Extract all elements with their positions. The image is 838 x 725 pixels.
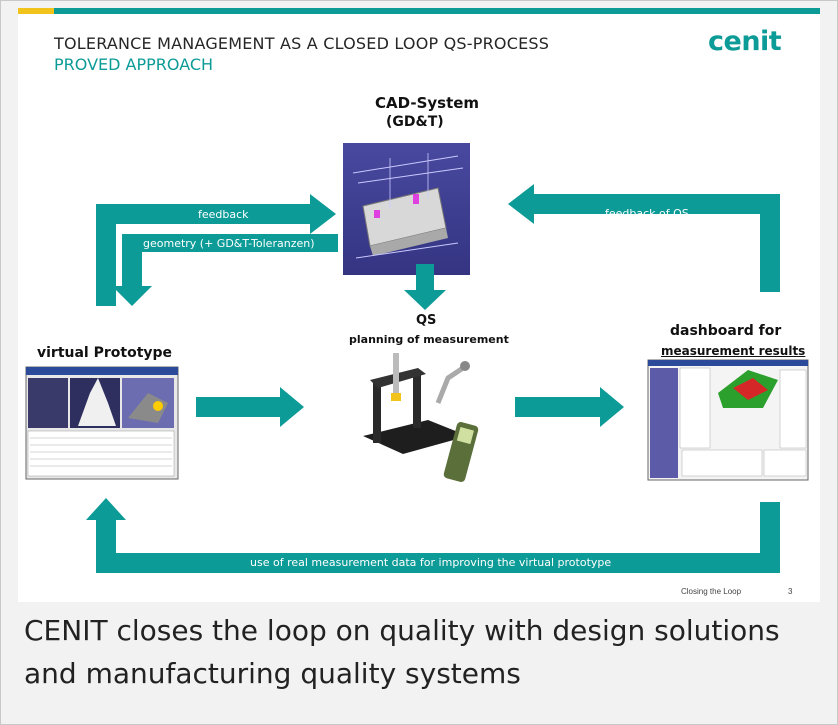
arrow-feedback-of-qs — [508, 184, 780, 292]
dashboard-title: dashboard for — [670, 323, 782, 339]
slide-footer-text: Closing the Loop — [681, 587, 742, 596]
diagram-graphics — [25, 143, 809, 573]
arrow-label-real-measurement-data: use of real measurement data for improvi… — [250, 556, 612, 569]
virtual-prototype-screenshot-image — [25, 366, 179, 480]
cad-screenshot-image — [343, 143, 470, 275]
slide-title: TOLERANCE MANAGEMENT AS A CLOSED LOOP QS… — [54, 34, 550, 53]
arrow-cad-to-qs — [404, 264, 446, 310]
slide-subtitle: PROVED APPROACH — [54, 55, 214, 74]
arrow-feedback — [96, 194, 336, 306]
image-caption: CENIT closes the loop on quality with de… — [24, 614, 780, 690]
cad-system-subtitle: (GD&T) — [386, 114, 444, 130]
arrow-label-feedback-of-qs: feedback of QS — [605, 207, 689, 220]
dashboard-screenshot-image — [647, 359, 809, 481]
dashboard-subtitle: measurement results — [661, 344, 806, 358]
arrow-label-geometry: geometry (+ GD&T-Toleranzen) — [143, 237, 315, 250]
measurement-machine-image — [363, 353, 479, 482]
accent-bar-yellow — [18, 8, 54, 14]
accent-bar-teal — [54, 8, 820, 14]
arrow-label-feedback: feedback — [198, 208, 249, 221]
arrow-prototype-to-qs — [196, 387, 304, 427]
arrow-real-measurement-data — [86, 498, 780, 573]
slide-page-number: 3 — [788, 587, 793, 596]
cad-system-title: CAD-System — [375, 94, 480, 112]
slide: TOLERANCE MANAGEMENT AS A CLOSED LOOP QS… — [18, 8, 820, 602]
cenit-logo: cenit — [708, 26, 782, 57]
arrow-geometry — [112, 234, 338, 306]
qs-subtitle: planning of measurement — [349, 333, 509, 346]
arrow-qs-to-dashboard — [515, 387, 624, 427]
virtual-prototype-title: virtual Prototype — [37, 345, 173, 361]
qs-title: QS — [416, 313, 437, 328]
